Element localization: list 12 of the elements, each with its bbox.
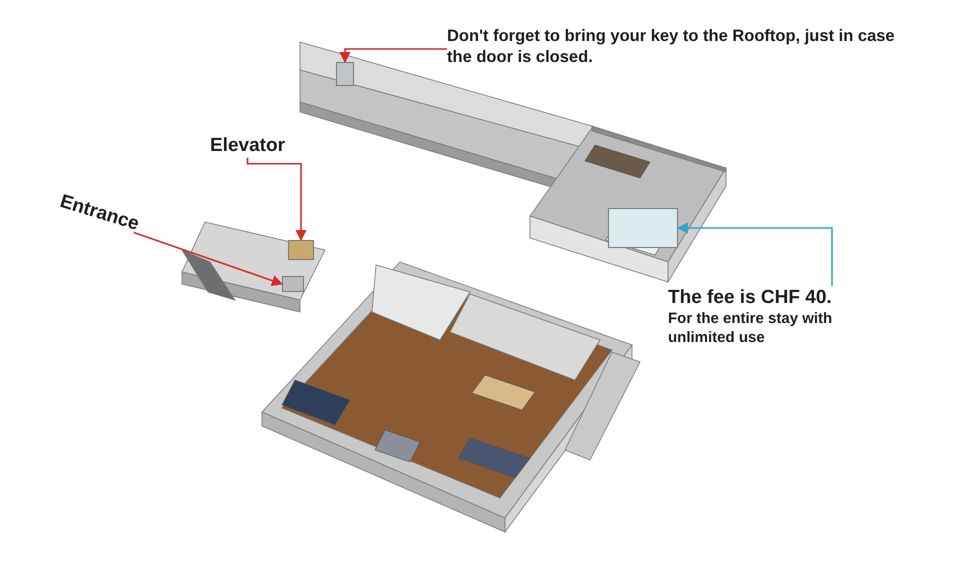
elevator-label: Elevator	[210, 134, 285, 158]
elevator-shaft	[288, 240, 314, 260]
leader-arrow	[339, 48, 447, 64]
rooftop-door	[336, 62, 354, 86]
hot-tub	[608, 208, 678, 248]
usage-text: For the entire stay with unlimited use	[668, 310, 834, 348]
leader-arrow	[134, 232, 284, 286]
entrance-landing	[282, 276, 304, 292]
rooftop-key-note: Don't forget to bring your key to the Rooftop, just in case the door is closed.	[447, 26, 896, 68]
leader-arrow	[246, 158, 307, 242]
fee-text: The fee is CHF 40.	[668, 286, 833, 310]
leader-arrow	[676, 222, 833, 286]
